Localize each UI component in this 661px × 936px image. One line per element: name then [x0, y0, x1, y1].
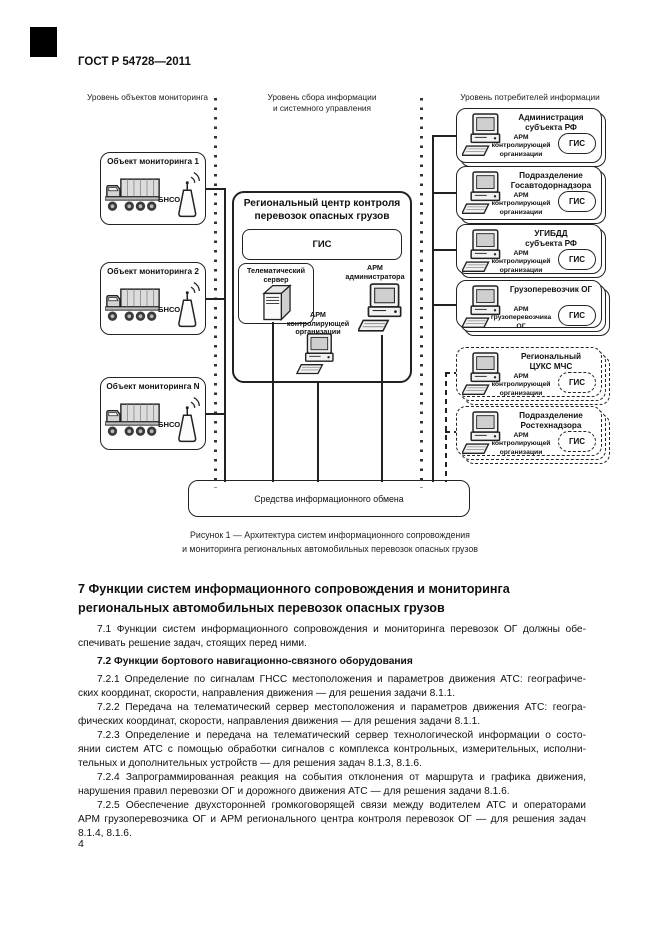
- connector-line: [432, 192, 456, 194]
- gis-box: ГИС: [242, 229, 402, 260]
- paragraph-line: спечивать решение задач, стоящих перед н…: [78, 638, 307, 649]
- section-heading: 7 Функции систем информационного сопрово…: [78, 582, 510, 615]
- bnso-device-label: БНСО: [158, 195, 181, 204]
- monitoring-object-title: Объект мониторинга 1: [107, 157, 199, 166]
- truck-icon: [105, 285, 161, 325]
- telematic-server-box: Телематический сервер: [238, 263, 314, 324]
- paragraph-line: АРМ грузоперевозчика ОГ и АРМ региональн…: [78, 814, 586, 825]
- gis-badge: ГИС: [558, 431, 596, 452]
- connector-line: [317, 383, 319, 482]
- standard-number: ГОСТ Р 54728—2011: [78, 56, 191, 68]
- consumer-box: Региональный ЦУКС МЧС АРМ контролирующей …: [456, 347, 602, 397]
- gis-badge: ГИС: [558, 372, 596, 393]
- column-separator-line: [214, 98, 217, 488]
- column-header-collection: Уровень сбора информации и системного уп…: [267, 92, 377, 113]
- column-header-consumers: Уровень потребителей информации: [460, 92, 600, 102]
- arm-label: АРМ контролирующей организации: [491, 432, 551, 456]
- consumer-title: УГИБДД субъекта РФ: [525, 229, 577, 248]
- paragraph-line: 7.1 Функции систем информационного сопро…: [97, 624, 586, 635]
- figure-1-diagram: Уровень объектов мониторинга Уровень сбо…: [0, 85, 661, 525]
- exchange-means-box: Средства информационного обмена: [188, 480, 470, 517]
- paragraph-line: 7.2.5 Обеспечение двухсторонней громкого…: [97, 800, 586, 811]
- column-separator-line: [420, 98, 423, 488]
- antenna-icon: [177, 392, 205, 446]
- truck-icon: [105, 175, 161, 215]
- arm-label: АРМ контролирующей организации: [491, 134, 551, 158]
- paragraph-line: янии систем АТС с помощью обработки сигн…: [78, 744, 586, 755]
- dashed-connector-line: [445, 431, 456, 433]
- monitoring-object-box: Объект мониторинга N БНСО: [100, 377, 206, 450]
- connector-line: [206, 188, 224, 190]
- paragraph-line: 7.2.4 Запрограммированная реакция на соб…: [97, 772, 586, 783]
- connector-line: [381, 335, 383, 482]
- consumer-box: Администрация субъекта РФ АРМ контролирую…: [456, 108, 602, 163]
- gis-badge: ГИС: [558, 249, 596, 270]
- paragraph-line: ских координат, скорости, направления дв…: [78, 688, 456, 699]
- connector-line: [206, 413, 224, 415]
- monitoring-object-box: Объект мониторинга 1 БНСО: [100, 152, 206, 225]
- gis-badge: ГИС: [558, 191, 596, 212]
- paragraph-line: нарушения правил перевозки ОГ и дорожног…: [78, 786, 510, 797]
- dashed-connector-line: [445, 372, 447, 482]
- consumer-title: Грузоперевозчик ОГ: [509, 285, 593, 294]
- connector-line: [206, 298, 224, 300]
- consumer-box: Грузоперевозчик ОГ АРМ грузоперевозчика О…: [456, 280, 602, 330]
- arm-label: АРМ контролирующей организации: [491, 250, 551, 274]
- print-corner-mark: [30, 27, 57, 57]
- consumer-title: Администрация субъекта РФ: [518, 113, 584, 132]
- monitoring-object-title: Объект мониторинга N: [106, 382, 200, 391]
- gis-badge: ГИС: [558, 305, 596, 326]
- connector-line: [224, 188, 226, 482]
- section-body: 7.1 Функции систем информационного сопро…: [78, 623, 586, 841]
- desktop-computer-icon: [358, 283, 408, 335]
- arm-control-label: АРМ контролирующей организации: [286, 310, 350, 337]
- arm-label: АРМ контролирующей организации: [491, 192, 551, 216]
- antenna-icon: [177, 277, 205, 331]
- arm-label: АРМ грузоперевозчика ОГ: [490, 306, 552, 330]
- truck-icon: [105, 400, 161, 440]
- consumer-title: Подразделение Госавтодорнадзора: [510, 171, 592, 190]
- connector-line: [432, 135, 434, 482]
- connector-line: [272, 322, 274, 482]
- paragraph-line: 7.2 Функции бортового навигационно-связн…: [97, 656, 413, 667]
- paragraph-line: 7.2.2 Передача на телематический сервер …: [97, 702, 586, 713]
- column-header-objects: Уровень объектов мониторинга: [86, 92, 209, 102]
- gis-badge: ГИС: [558, 133, 596, 154]
- arm-admin-label: АРМ администратора: [345, 263, 405, 281]
- paragraph-line: 8.1.4, 8.1.6.: [78, 828, 132, 839]
- connector-line: [432, 249, 456, 251]
- regional-center-title: Региональный центр контроля перевозок оп…: [243, 198, 401, 222]
- consumer-title: Региональный ЦУКС МЧС: [521, 352, 581, 371]
- dashed-connector-line: [445, 372, 456, 374]
- regional-center-box: Региональный центр контроля перевозок оп…: [232, 191, 412, 383]
- paragraph-line: тельных и дополнительных устройств — для…: [78, 758, 422, 769]
- consumer-box: УГИБДД субъекта РФ АРМ контролирующей орг…: [456, 224, 602, 274]
- antenna-icon: [177, 167, 205, 221]
- monitoring-object-box: Объект мониторинга 2 БНСО: [100, 262, 206, 335]
- paragraph-line: 7.2.3 Определение и передача на телемати…: [97, 730, 586, 741]
- figure-caption: Рисунок 1 — Архитектура систем информаци…: [182, 530, 478, 554]
- telematic-server-label: Телематический сервер: [246, 266, 306, 284]
- monitoring-object-title: Объект мониторинга 2: [107, 267, 199, 276]
- paragraph-line: фических координат, скорости, направлени…: [78, 716, 481, 727]
- bnso-device-label: БНСО: [158, 305, 181, 314]
- connector-line: [432, 135, 456, 137]
- desktop-computer-icon: [294, 333, 342, 377]
- page-number: 4: [78, 838, 84, 850]
- paragraph-line: 7.2.1 Определение по сигналам ГНСС место…: [97, 674, 586, 685]
- consumer-title: Подразделение Ростехнадзора: [519, 411, 583, 430]
- connector-line: [432, 304, 456, 306]
- bnso-device-label: БНСО: [158, 420, 181, 429]
- arm-label: АРМ контролирующей организации: [491, 373, 551, 397]
